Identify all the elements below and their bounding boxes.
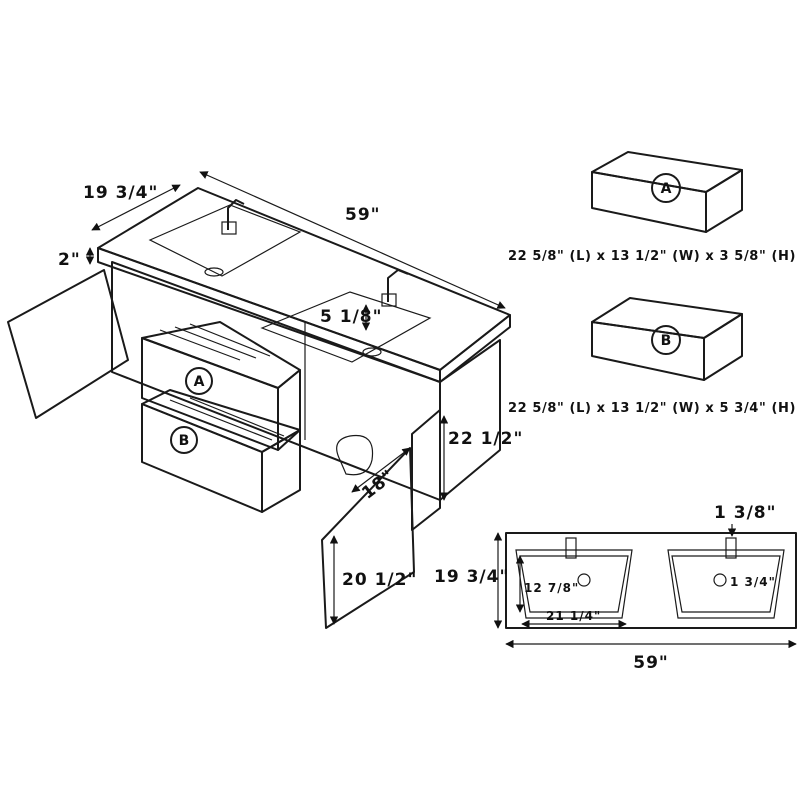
drawer-a-label: A [194, 374, 205, 390]
top-view-width-label: 59" [633, 653, 669, 673]
right-door [321, 447, 415, 629]
drawer-a-marker: A [185, 367, 213, 395]
sink-a-dimensions: 22 5/8" (L) x 13 1/2" (W) x 3 5/8" (H) [508, 249, 796, 264]
basin-width-label: 12 7/8" [524, 581, 579, 595]
depth-dimension-label: 19 3/4" [83, 183, 158, 203]
sink-b-illustration: B [591, 297, 743, 381]
top-view-depth-label: 19 3/4" [434, 567, 509, 587]
depth-dimension-line [91, 184, 181, 231]
top-thickness-label: 2" [58, 250, 81, 270]
sink-a-illustration: A [591, 151, 743, 233]
faucet-right [387, 269, 409, 302]
vanity-illustration [7, 187, 511, 629]
countertop-side-edge [439, 314, 511, 383]
top-view-drain-left [577, 573, 591, 587]
top-view-faucet-right [725, 537, 737, 559]
basin-left [148, 204, 302, 277]
drawer-b-label: B [179, 433, 190, 449]
top-view-drain-right [713, 573, 727, 587]
top-view-faucet-left [565, 537, 577, 559]
drain-right [362, 347, 382, 357]
height-dimension-label: 22 1/2" [448, 429, 523, 449]
basin-depth-label: 5 1/8" [320, 307, 382, 327]
sink-a-label: A [661, 181, 672, 197]
faucet-hole-label: 1 3/8" [714, 503, 776, 523]
left-door [7, 269, 129, 419]
sink-b-label: B [661, 333, 672, 349]
drain-hole-label: 1 3/4" [730, 575, 776, 589]
countertop-front-edge [97, 247, 441, 383]
basin-length-label: 21 1/4" [546, 609, 601, 623]
top-view-outline [505, 532, 797, 629]
p-trap [336, 434, 374, 476]
top-view-basin-right [667, 549, 785, 619]
width-dimension-label: 59" [345, 205, 381, 225]
door-height-label: 20 1/2" [342, 570, 417, 590]
drawer-b-marker: B [170, 426, 198, 454]
sink-b-dimensions: 22 5/8" (L) x 13 1/2" (W) x 5 3/4" (H) [508, 401, 796, 416]
width-dimension-line [199, 171, 506, 309]
door-width-line [351, 447, 411, 493]
cabinet-body [111, 261, 441, 501]
